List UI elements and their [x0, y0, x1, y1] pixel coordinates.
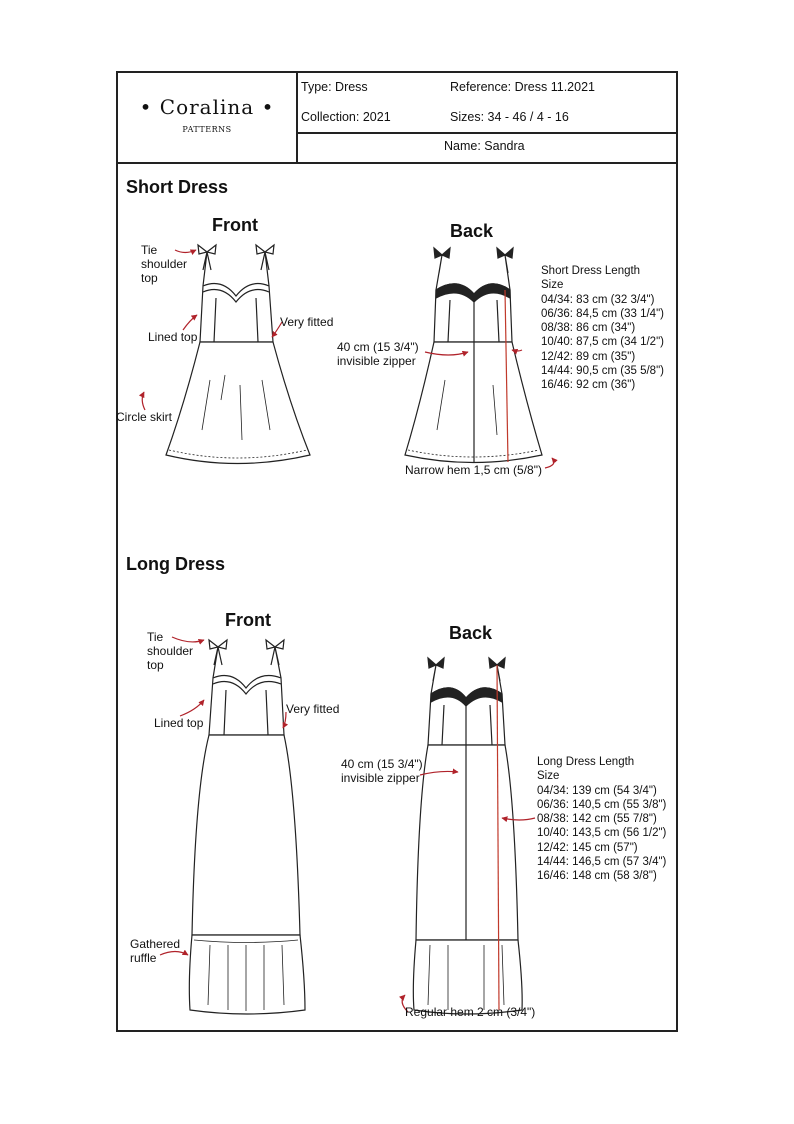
short-very-fitted-label: Very fitted	[280, 315, 334, 329]
long-lined-top-label: Lined top	[154, 716, 204, 730]
long-length-row: 12/42: 145 cm (57")	[537, 841, 638, 854]
tech-sheet-frame: • Coralina • PATTERNS Type: Dress Refere…	[116, 71, 678, 1032]
short-tie-label-1: Tie	[141, 243, 158, 257]
type-field: Type: Dress	[301, 80, 368, 94]
short-length-row: 14/44: 90,5 cm (35 5/8")	[541, 365, 664, 378]
short-tie-label-2: shoulder	[141, 257, 188, 271]
long-back-dress-drawing	[412, 656, 523, 1015]
short-length-row: 06/36: 84,5 cm (33 1/4")	[541, 307, 664, 320]
sizes-field: Sizes: 34 - 46 / 4 - 16	[450, 110, 569, 124]
long-very-fitted-label: Very fitted	[286, 702, 340, 716]
long-front-title: Front	[225, 610, 271, 630]
brand-subtitle: PATTERNS	[182, 125, 232, 134]
short-length-row: 12/42: 89 cm (35")	[541, 350, 636, 363]
logo-cell: • Coralina • PATTERNS	[118, 73, 298, 162]
short-length-row: 16/46: 92 cm (36")	[541, 379, 636, 392]
callout-arrows	[138, 249, 558, 1013]
brand-logo: • Coralina •	[139, 95, 275, 119]
short-length-row: 10/40: 87,5 cm (34 1/2")	[541, 336, 664, 349]
long-size-label: Size	[537, 770, 560, 783]
long-length-row: 08/38: 142 cm (55 7/8")	[537, 813, 657, 826]
short-length-row: 04/34: 83 cm (32 3/4")	[541, 293, 655, 306]
short-lined-top-label: Lined top	[148, 330, 198, 344]
long-zipper-label-1: 40 cm (15 3/4")	[341, 757, 423, 771]
short-length-title: Short Dress Length	[541, 265, 641, 277]
short-tie-label-3: top	[141, 271, 158, 285]
long-length-row: 10/40: 143,5 cm (56 1/2")	[537, 827, 667, 840]
short-length-row: 08/38: 86 cm (34")	[541, 322, 636, 335]
name-field: Name: Sandra	[444, 139, 525, 153]
long-length-title: Long Dress Length	[537, 756, 635, 768]
long-dress-title: Long Dress	[126, 554, 226, 574]
long-length-row: 16/46: 148 cm (58 3/8")	[537, 870, 657, 883]
short-front-title: Front	[212, 215, 258, 235]
regular-hem-label: Regular hem 2 cm (3/4")	[405, 1005, 536, 1019]
collection-field: Collection: 2021	[301, 110, 391, 124]
short-back-dress-drawing	[404, 246, 543, 464]
short-zipper-label-2: invisible zipper	[337, 354, 416, 368]
short-back-title: Back	[450, 221, 494, 241]
long-front-dress-drawing	[188, 638, 306, 1015]
long-length-row: 04/34: 139 cm (54 3/4")	[537, 784, 657, 797]
circle-skirt-label: Circle skirt	[116, 410, 172, 424]
short-size-label: Size	[541, 279, 564, 292]
long-tie-label-2: shoulder	[147, 644, 194, 658]
short-dress-title: Short Dress	[126, 177, 229, 197]
header-table: • Coralina • PATTERNS Type: Dress Refere…	[118, 73, 676, 164]
long-length-row: 06/36: 140,5 cm (55 3/8")	[537, 798, 667, 811]
header-divider	[298, 132, 676, 134]
long-tie-label-1: Tie	[147, 630, 164, 644]
short-length-table: Short Dress Length Size 04/34: 83 cm (32…	[541, 264, 664, 393]
gathered-ruffle-label-1: Gathered	[130, 937, 181, 951]
long-length-row: 14/44: 146,5 cm (57 3/4")	[537, 856, 667, 869]
short-front-dress-drawing	[165, 243, 311, 465]
reference-field: Reference: Dress 11.2021	[450, 80, 595, 94]
narrow-hem-label: Narrow hem 1,5 cm (5/8")	[405, 463, 542, 477]
short-zipper-label-1: 40 cm (15 3/4")	[337, 340, 419, 354]
long-tie-label-3: top	[147, 658, 164, 672]
gathered-ruffle-label-2: ruffle	[130, 951, 157, 965]
long-zipper-label-2: invisible zipper	[341, 771, 420, 785]
long-length-table: Long Dress Length Size 04/34: 139 cm (54…	[537, 755, 666, 884]
long-back-title: Back	[449, 623, 493, 643]
